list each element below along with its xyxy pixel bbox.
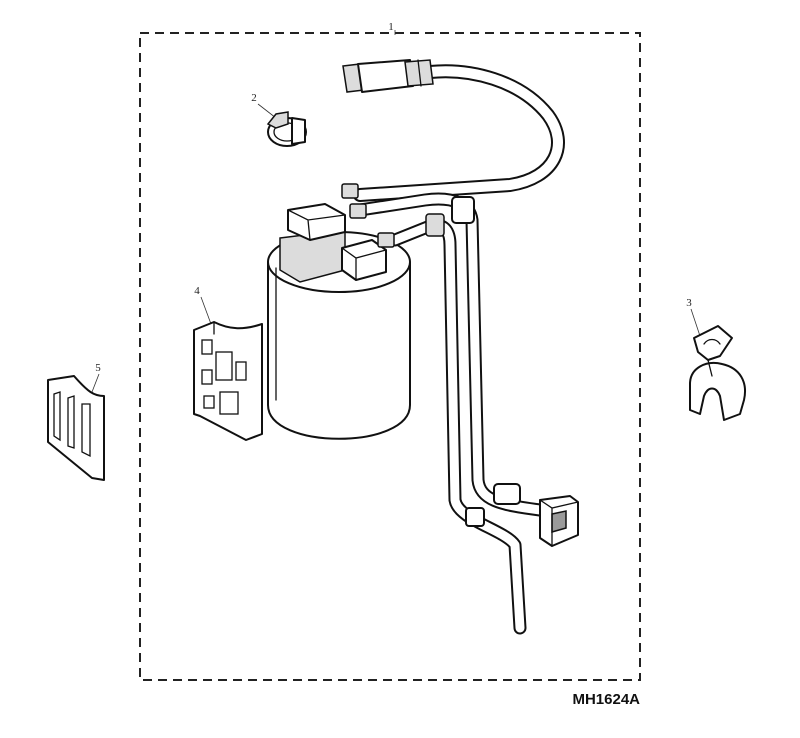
callout-1: 1: [388, 21, 396, 35]
callout-5-label: 5: [95, 362, 101, 374]
pipe-grommet: [539, 495, 579, 547]
hose-connector-top: [342, 59, 434, 93]
charcoal-canister: [267, 203, 411, 440]
pipe-fittings: [341, 183, 521, 527]
callout-3-label: 2: [251, 92, 257, 104]
hose-clamp: [266, 111, 307, 147]
pipe-clip: [689, 325, 746, 421]
callout-4-label: 4: [194, 285, 200, 297]
callout-3: 2: [251, 92, 277, 119]
callout-2: 3: [686, 297, 701, 337]
kit-boundary: [139, 32, 641, 681]
bracket-pad: [193, 321, 263, 441]
callout-4: 4: [194, 285, 212, 325]
foam-pad: [47, 375, 105, 481]
callout-2-label: 3: [686, 297, 692, 309]
drawing-code: MH1624A: [572, 691, 640, 708]
callout-1-label: 1: [388, 21, 394, 33]
callout-5: 5: [91, 362, 101, 393]
